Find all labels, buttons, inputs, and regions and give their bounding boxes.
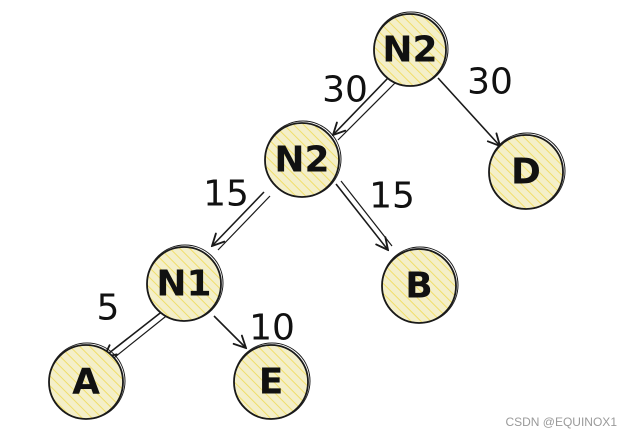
- node-d: D: [488, 132, 566, 210]
- edge-weight-root-n2: 30: [322, 70, 368, 111]
- edge-weight-n2-b: 15: [369, 176, 415, 217]
- node-e: E: [233, 342, 311, 420]
- edge-n1-to-a: [104, 309, 171, 362]
- node-root: N2: [373, 11, 449, 87]
- node-e-label: E: [259, 362, 284, 403]
- node-a-label: A: [72, 362, 100, 403]
- edge-root-to-n2: [333, 77, 397, 141]
- node-n2: N2: [264, 120, 342, 198]
- edge-root-to-d: [437, 77, 500, 146]
- watermark: CSDN @EQUINOX1: [505, 415, 617, 429]
- edge-n2-to-n1: [212, 191, 271, 251]
- node-root-label: N2: [382, 30, 437, 71]
- node-n1-label: N1: [156, 264, 211, 305]
- node-b-label: B: [405, 266, 432, 307]
- edge-weight-n1-e: 10: [249, 308, 295, 349]
- edge-n1-to-e: [213, 315, 246, 348]
- edge-weight-n1-a: 5: [97, 288, 120, 329]
- node-n2-label: N2: [274, 140, 329, 181]
- edge-weight-n2-n1: 15: [203, 174, 249, 215]
- node-a: A: [48, 342, 126, 420]
- edge-weight-root-d: 30: [467, 62, 513, 103]
- edge-n2-to-b: [335, 180, 393, 250]
- node-n1: N1: [146, 244, 224, 322]
- node-d-label: D: [511, 152, 541, 193]
- node-b: B: [381, 246, 459, 324]
